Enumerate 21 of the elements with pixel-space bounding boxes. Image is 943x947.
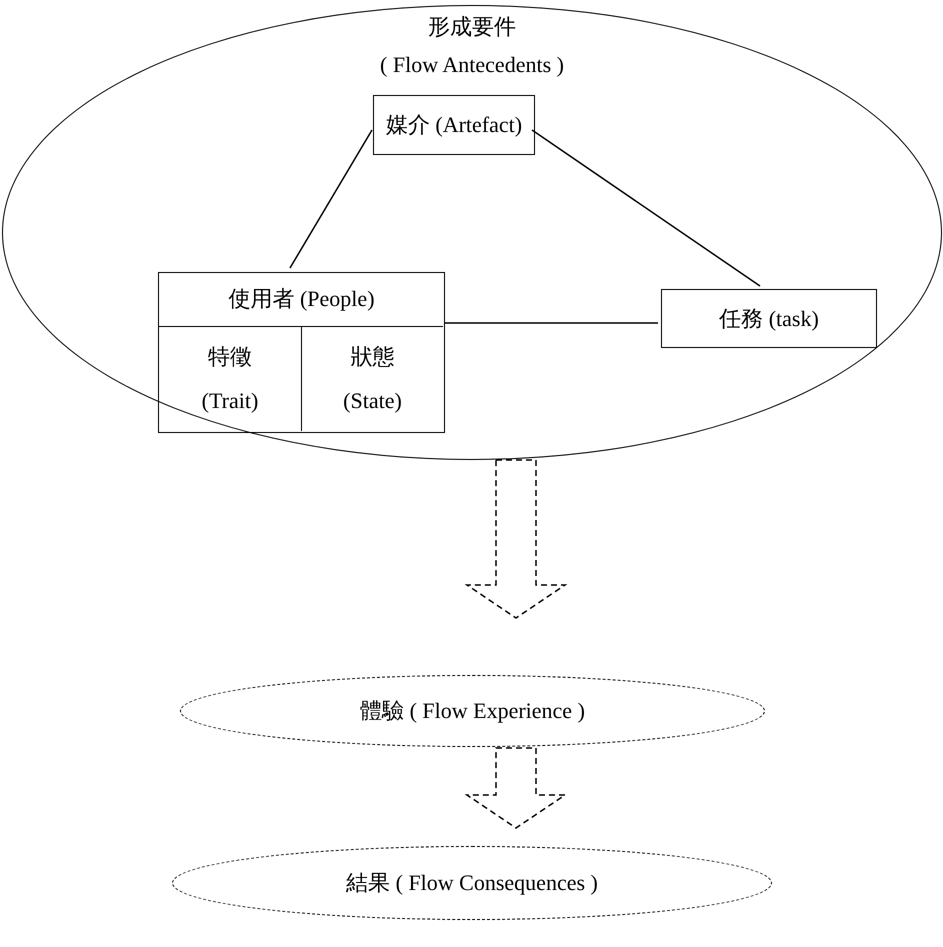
label-text: 體驗 ( Flow Experience ) xyxy=(359,697,586,725)
label-text: 結果 ( Flow Consequences ) xyxy=(345,869,599,897)
cell-text: 狀態 (State) xyxy=(342,343,403,415)
connector-line xyxy=(444,322,658,324)
header-text: 使用者 (People) xyxy=(227,285,376,313)
label-box xyxy=(661,289,877,348)
heading: 形成要件 xyxy=(427,13,517,41)
connector-line xyxy=(532,129,760,287)
dashed-oval xyxy=(180,675,765,747)
hollow-arrow xyxy=(464,747,568,829)
table-box xyxy=(158,272,445,433)
label-box xyxy=(373,95,535,155)
dashed-oval xyxy=(172,846,772,920)
connector-line xyxy=(289,130,373,268)
table-cell xyxy=(159,326,302,431)
cell-text: 特徵 (Trait) xyxy=(200,343,260,415)
oval-boundary xyxy=(2,5,942,460)
hollow-arrow xyxy=(464,459,568,619)
label-text: 媒介 (Artefact) xyxy=(384,111,524,139)
label-text: 任務 (task) xyxy=(718,304,820,333)
subheading: ( Flow Antecedents ) xyxy=(379,52,565,78)
